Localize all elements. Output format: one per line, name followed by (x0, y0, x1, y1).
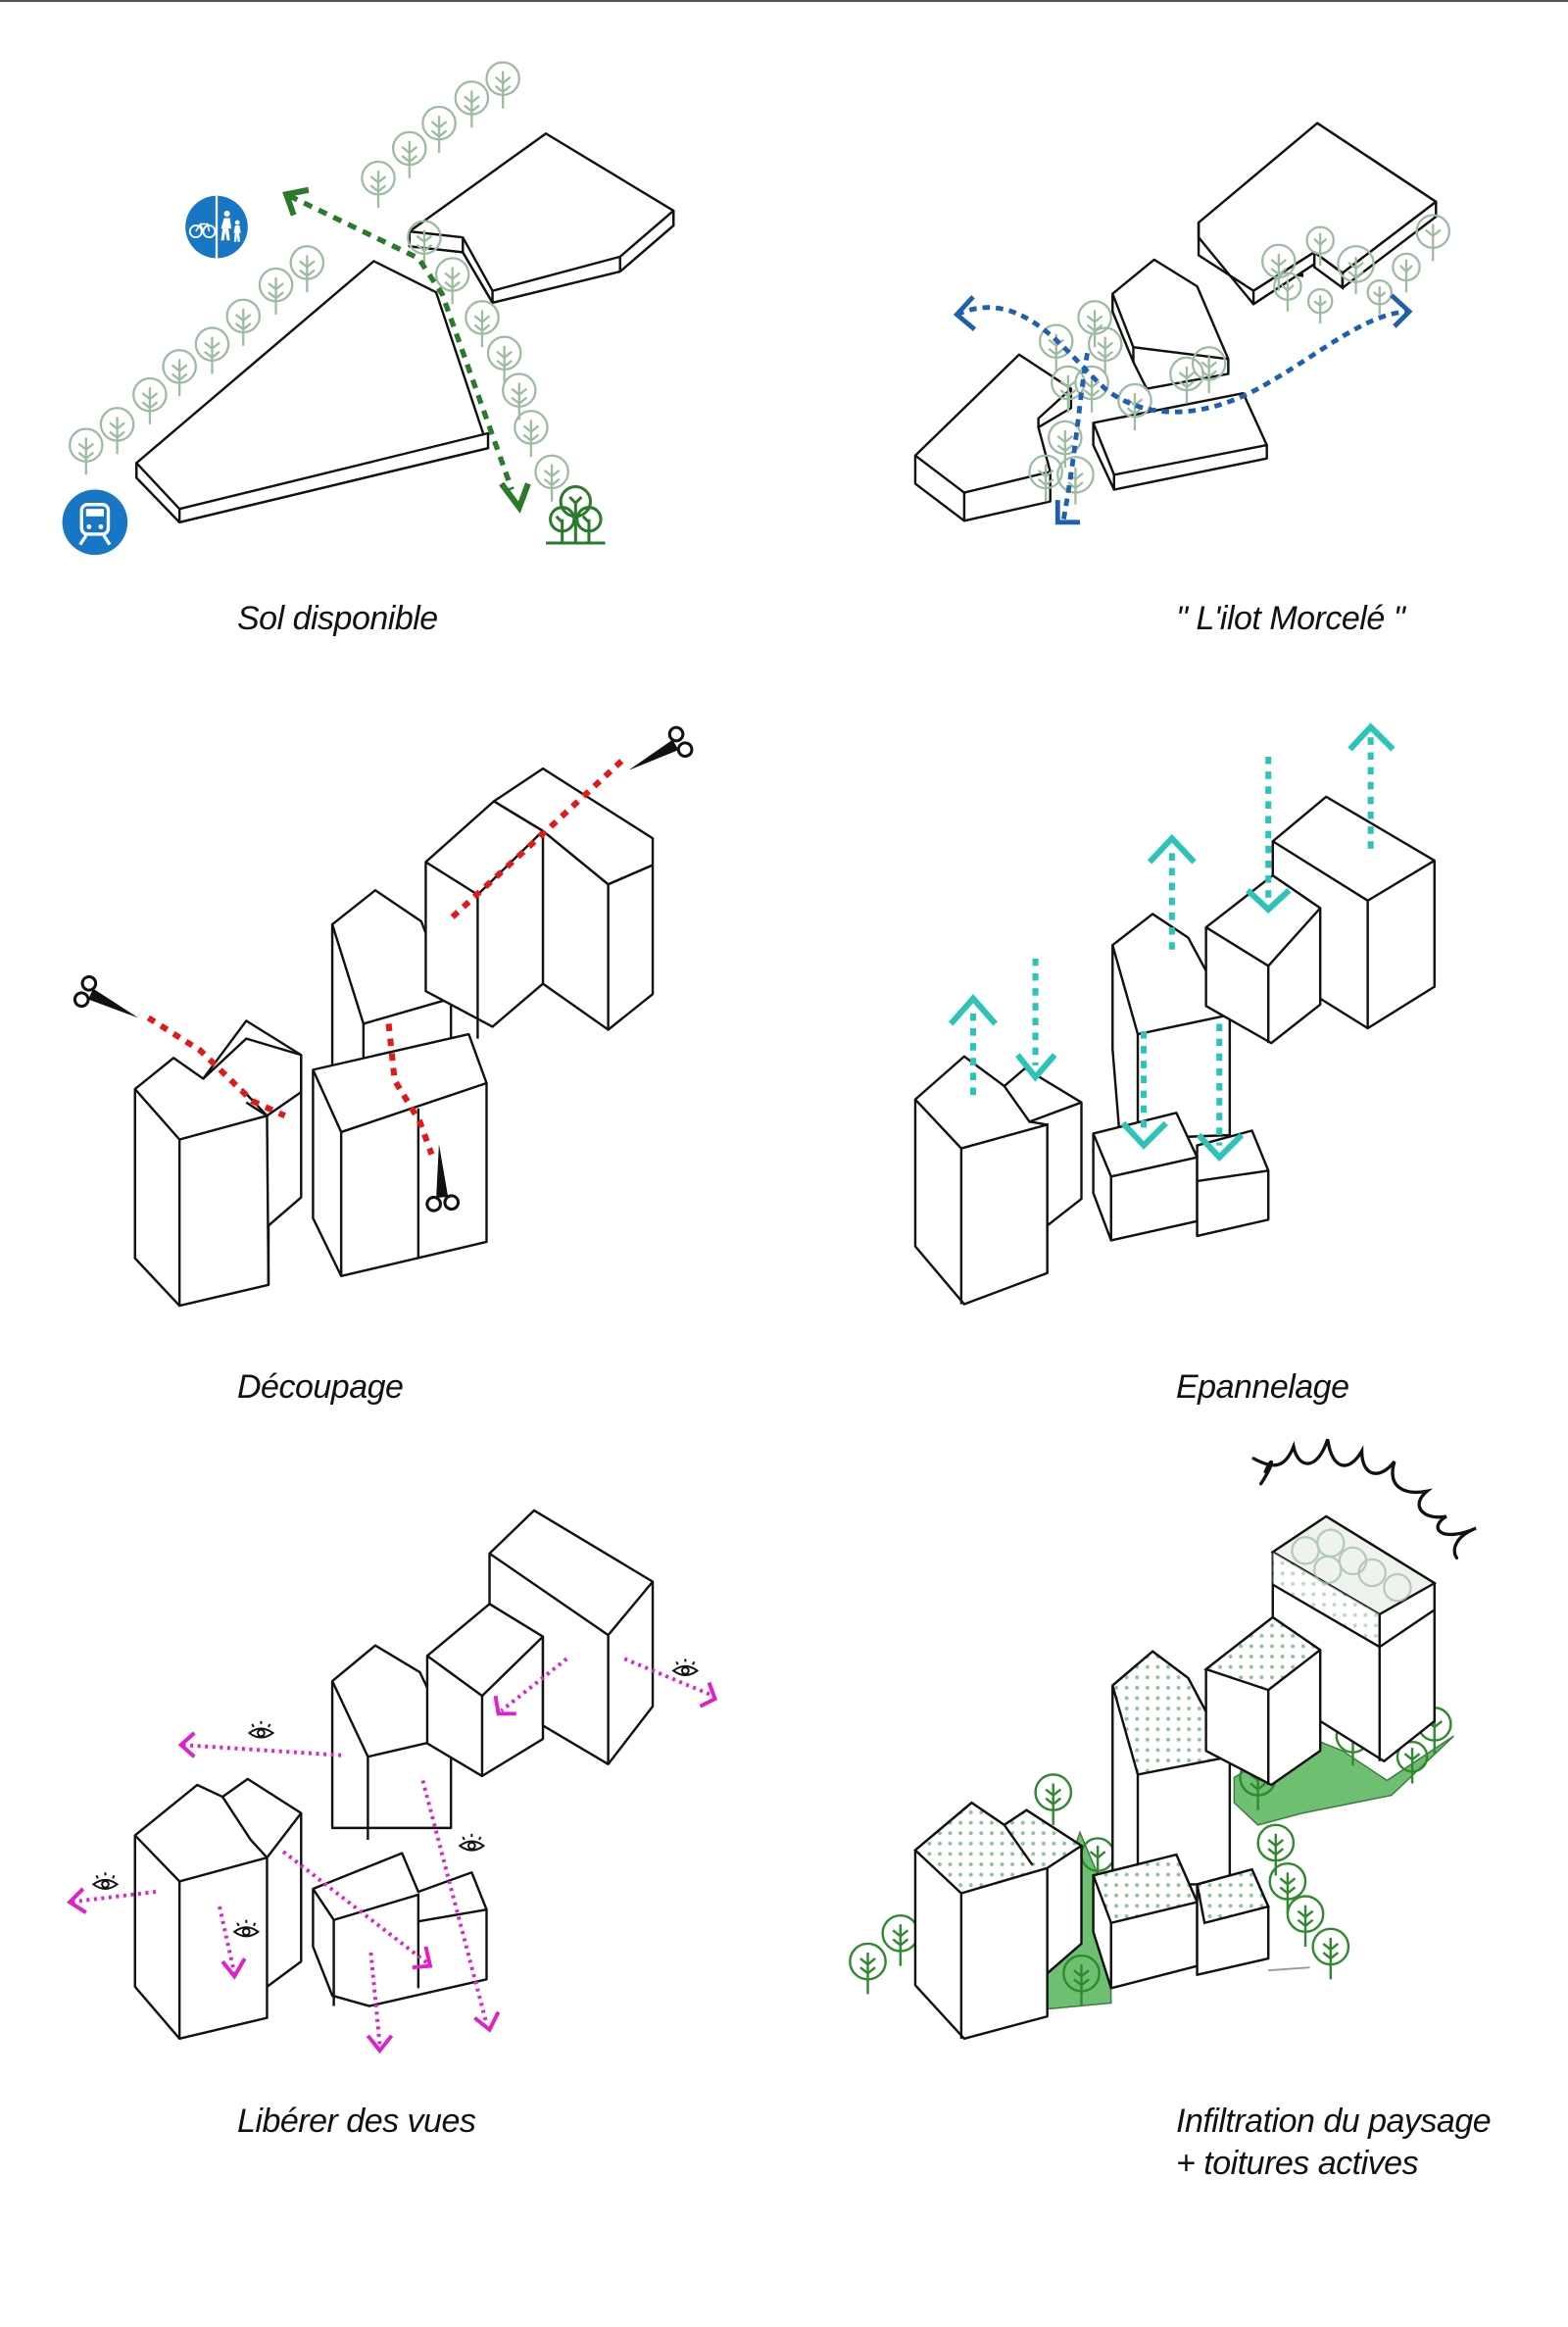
caption-epannelage: Epannelage (1176, 1368, 1349, 1406)
scissors-icon (73, 974, 139, 1018)
forest-park-icon (546, 484, 606, 545)
tree-row (407, 220, 569, 502)
building-left (913, 353, 1073, 522)
building-left (133, 1777, 303, 2041)
tree-cluster (1028, 214, 1451, 505)
caption-liberer-vues: Libérer des vues (237, 2103, 476, 2140)
cut-line (450, 757, 625, 919)
building-middle-low (312, 1032, 488, 1277)
pedestrian-path-arrow (288, 193, 514, 491)
caption-decoupage: Découpage (237, 1368, 404, 1406)
scissors-icon (628, 725, 694, 770)
eye-icon (458, 1833, 486, 1852)
bike-pedestrian-sign-icon (185, 195, 248, 259)
train-icon (62, 489, 128, 556)
panel-infiltration (849, 1438, 1477, 2041)
cut-line (146, 1015, 286, 1119)
building-left (133, 1019, 303, 1308)
building-bottom-b (1196, 1129, 1270, 1238)
building-right-mid (425, 1603, 545, 1778)
eye-icon (232, 1919, 261, 1938)
view-arrows (67, 1657, 718, 2055)
panel-liberer-vues (67, 1509, 718, 2055)
panel-ilot-morcele (913, 122, 1451, 525)
caption-sol-disponible: Sol disponible (237, 600, 438, 637)
caption-ilot-morcele: " L'ilot Morcelé " (1176, 600, 1405, 637)
scissors-icon (425, 1144, 461, 1213)
caption-infiltration-line2: + toitures actives (1176, 2145, 1419, 2182)
caption-infiltration-line1: Infiltration du paysage (1176, 2103, 1492, 2140)
top-border (0, 0, 1568, 2)
eye-icon (247, 1720, 275, 1739)
building-middle-low (312, 1852, 488, 2007)
height-arrows (949, 722, 1396, 1163)
cut-line (385, 1023, 435, 1156)
panel-sol-disponible (62, 61, 675, 556)
eye-icon (671, 1659, 700, 1676)
sun-icon (1251, 1438, 1477, 1560)
circulation-arrow (956, 305, 1407, 415)
panel-decoupage (73, 725, 694, 1308)
eye-icon (91, 1872, 120, 1890)
tree-row (69, 61, 520, 475)
building-left (913, 1055, 1083, 1306)
panel-epannelage (913, 722, 1436, 1306)
building-bottom-a (1092, 1112, 1199, 1242)
